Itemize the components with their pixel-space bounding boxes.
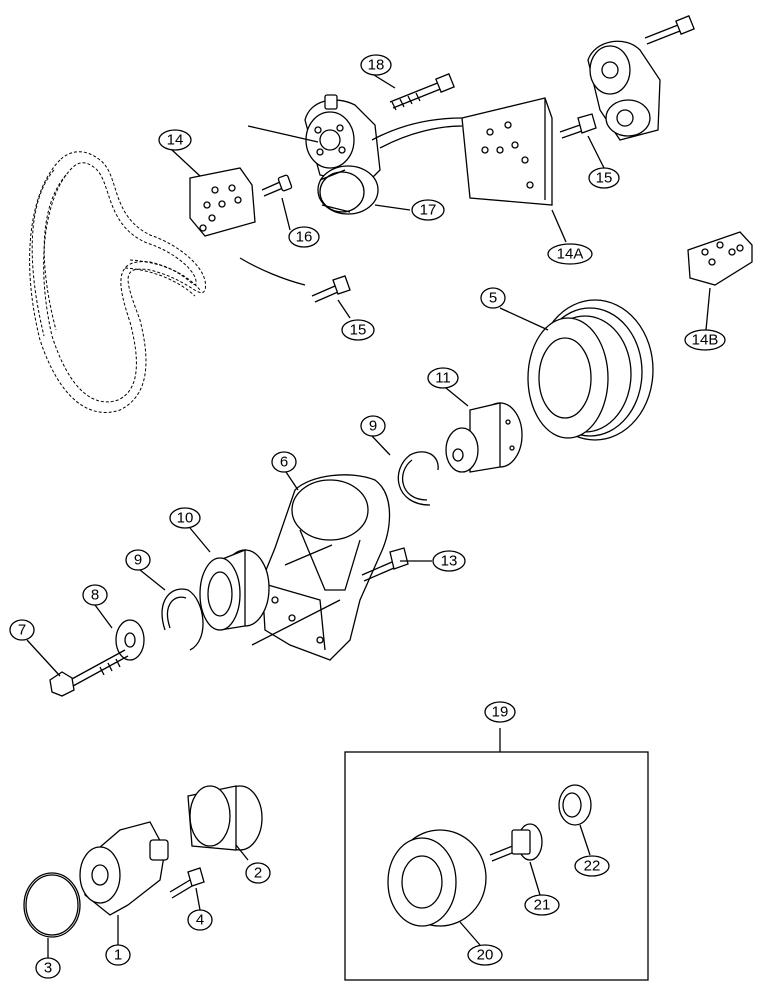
callout-label-16: 16	[296, 229, 313, 246]
mounting-plate-14b	[687, 231, 753, 286]
callout-label-14b: 14B	[692, 332, 719, 349]
o-ring	[23, 872, 81, 938]
callout-label-4: 4	[196, 912, 204, 929]
callout-14a: 14A	[547, 243, 593, 265]
water-pump	[79, 821, 169, 916]
callout-label-19: 19	[492, 704, 509, 721]
callout-18: 18	[360, 54, 392, 76]
pulley-hub	[445, 402, 523, 473]
callout-label-9-right: 9	[369, 418, 377, 435]
callout-2: 2	[245, 862, 271, 884]
callout-9-left: 9	[125, 549, 151, 571]
callout-label-10: 10	[177, 510, 194, 527]
callout-label-15-upper: 15	[596, 170, 613, 187]
callout-16: 16	[288, 226, 320, 248]
housing-bolt-13	[361, 547, 409, 582]
plate-bolt-15	[559, 113, 597, 139]
callout-label-2: 2	[254, 865, 262, 882]
callout-label-18: 18	[368, 57, 385, 74]
callout-6: 6	[271, 451, 297, 473]
callout-label-22: 22	[584, 858, 601, 875]
kit-idler-pulley	[387, 829, 487, 927]
callout-13: 13	[432, 550, 466, 572]
callout-label-15-lower: 15	[350, 322, 367, 339]
leader-lines	[26, 74, 711, 958]
callout-19: 19	[484, 701, 516, 723]
callout-label-9-left: 9	[134, 552, 142, 569]
callout-21: 21	[524, 894, 560, 916]
kit-shaft	[489, 823, 543, 862]
washer	[115, 619, 145, 661]
callout-label-20: 20	[477, 947, 494, 964]
callout-17: 17	[411, 199, 445, 221]
callout-4: 4	[187, 909, 213, 931]
callout-label-17: 17	[420, 202, 437, 219]
callout-label-3: 3	[44, 960, 52, 977]
callout-label-5: 5	[489, 290, 497, 307]
callout-label-11: 11	[435, 370, 451, 387]
callout-label-8: 8	[91, 587, 99, 604]
callout-10: 10	[169, 507, 201, 529]
callout-9-right: 9	[360, 415, 386, 437]
bracket-bolt-15	[311, 275, 351, 303]
callout-label-7: 7	[18, 622, 26, 639]
assembly-axis	[284, 544, 333, 566]
idler-pulley	[317, 165, 379, 215]
callout-11: 11	[427, 367, 459, 389]
assembly-axis	[251, 599, 341, 646]
crankshaft-pulley	[527, 299, 654, 441]
callout-3: 3	[35, 957, 61, 979]
snap-ring-right	[397, 451, 439, 506]
bracket-bolt-16	[261, 174, 293, 197]
callout-20: 20	[467, 944, 503, 966]
water-pump-sleeve	[187, 785, 263, 851]
hex-bolt-7	[49, 649, 129, 697]
belt-tensioner-alt	[587, 15, 695, 141]
callout-14: 14	[158, 129, 192, 151]
callout-label-21: 21	[534, 897, 551, 914]
tensioner-bracket	[189, 167, 256, 237]
pump-bolt	[169, 867, 205, 899]
callout-label-13: 13	[441, 553, 458, 570]
idler-housing	[261, 474, 391, 661]
tensioner-bolt	[389, 73, 455, 111]
drive-belt	[29, 151, 206, 413]
callout-15-upper: 15	[588, 167, 620, 189]
callout-1: 1	[105, 944, 131, 966]
bearing	[199, 549, 270, 631]
callout-14b: 14B	[684, 329, 726, 351]
callout-label-1: 1	[114, 947, 122, 964]
assembly-line	[371, 117, 463, 141]
snap-ring-left	[161, 588, 204, 651]
belt-tensioner-assembly	[304, 94, 381, 186]
callout-5: 5	[480, 287, 506, 309]
mounting-plate-14a	[461, 97, 553, 206]
assembly-line	[247, 125, 319, 143]
callout-label-14: 14	[167, 132, 184, 149]
callout-7: 7	[9, 619, 35, 641]
assembly-line	[379, 125, 463, 149]
callout-label-6: 6	[280, 454, 288, 471]
kit-seal	[558, 784, 592, 826]
pulley-kit-box	[344, 751, 649, 981]
callout-label-14a: 14A	[557, 246, 584, 263]
callout-15-lower: 15	[341, 319, 375, 341]
assembly-line	[239, 257, 306, 286]
callout-8: 8	[82, 584, 108, 606]
callout-22: 22	[574, 855, 610, 877]
